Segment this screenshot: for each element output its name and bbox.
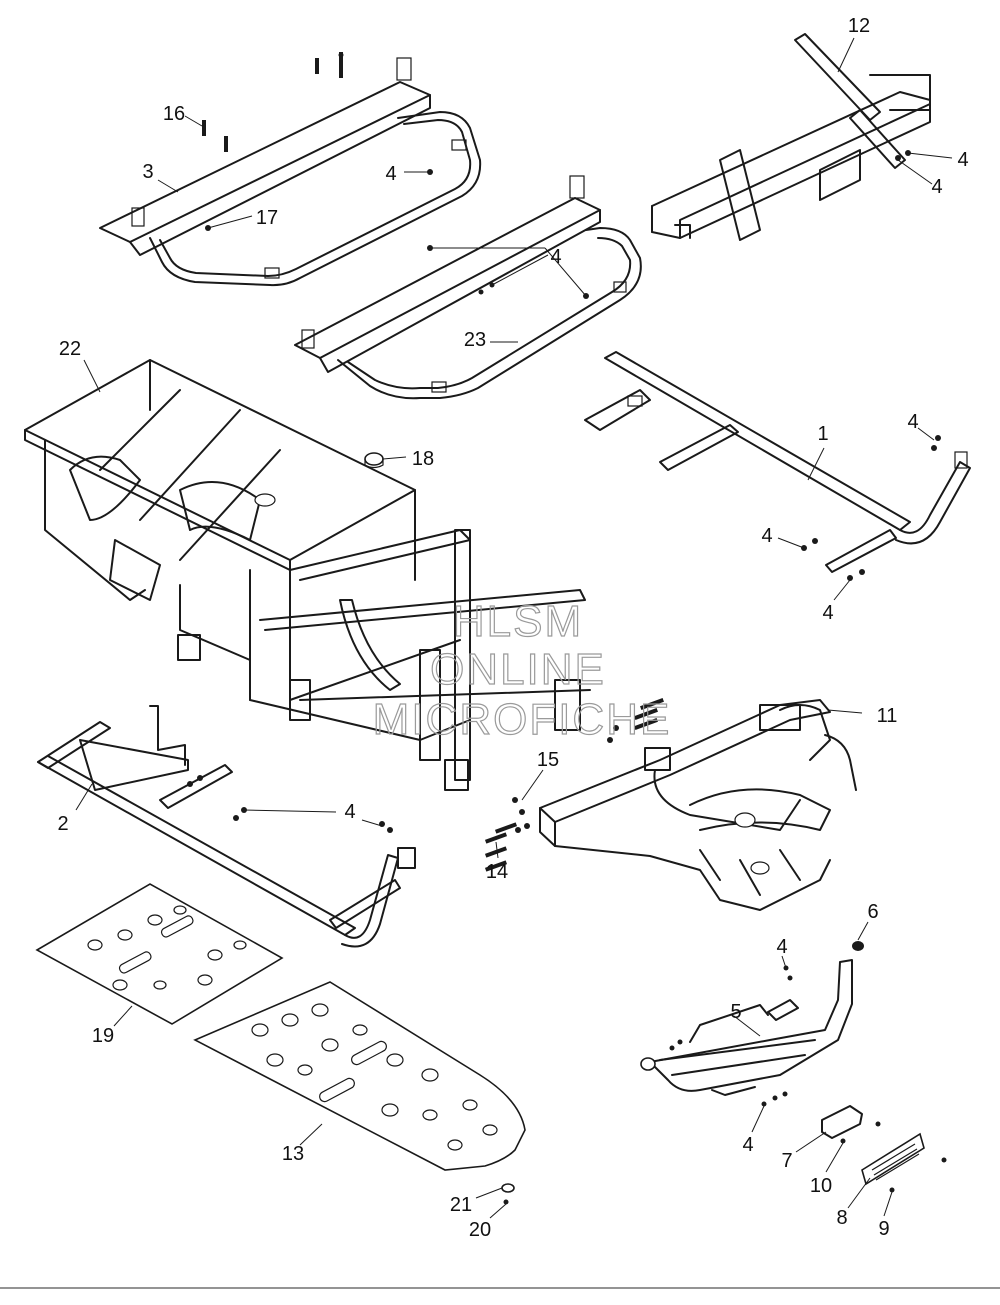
callout-2: 2 (57, 813, 68, 835)
part-1-side-rail (584, 351, 971, 573)
callout-labels: 1 2 3 4 4 4 4 4 4 4 4 4 4 4 5 6 7 8 9 10… (57, 15, 968, 1241)
part-6-nut (852, 941, 864, 951)
callout-13: 13 (282, 1143, 304, 1165)
callout-6: 6 (867, 901, 878, 923)
part-7-bracket (821, 1105, 863, 1139)
callout-22: 22 (59, 338, 81, 360)
callout-5: 5 (730, 1001, 741, 1023)
callout-4: 4 (957, 149, 968, 171)
callout-14: 14 (486, 861, 508, 883)
callout-12: 12 (848, 15, 870, 37)
callout-17: 17 (256, 207, 278, 229)
watermark: HLSM ONLINE MICROFICHE (372, 596, 672, 744)
callout-19: 19 (92, 1025, 114, 1047)
callout-7: 7 (781, 1150, 792, 1172)
callout-4: 4 (742, 1134, 753, 1156)
part-9-screw (889, 1187, 895, 1193)
callout-9: 9 (878, 1218, 889, 1240)
part-18-grommet (364, 452, 384, 469)
part-19-skid-plate (35, 883, 284, 1025)
callout-8: 8 (836, 1207, 847, 1229)
watermark-line-1: HLSM (453, 597, 583, 646)
callout-4: 4 (344, 801, 355, 823)
callout-16: 16 (163, 103, 185, 125)
callout-11: 11 (877, 705, 898, 727)
callout-15: 15 (537, 749, 559, 771)
callout-1: 1 (817, 423, 828, 445)
part-2-lower-frame (37, 705, 416, 948)
part-20-screw (503, 1199, 509, 1205)
callout-23: 23 (464, 329, 486, 351)
part-15-washers (512, 797, 530, 833)
leader-lines (75, 37, 953, 1219)
callout-4: 4 (761, 525, 772, 547)
part-8-grille (861, 1132, 925, 1186)
part-23-rack-frame (294, 175, 642, 400)
callout-4: 4 (385, 163, 396, 185)
fasteners (187, 52, 947, 1205)
callout-4: 4 (550, 246, 561, 268)
part-22-main-chassis (24, 359, 591, 791)
callout-10: 10 (810, 1175, 832, 1197)
callout-20: 20 (469, 1219, 491, 1241)
part-14-bolts (484, 822, 518, 872)
callout-3: 3 (142, 161, 153, 183)
callout-4: 4 (822, 602, 833, 624)
part-21-washer (501, 1183, 515, 1193)
callout-4: 4 (907, 411, 918, 433)
callout-21: 21 (450, 1194, 472, 1216)
callout-4: 4 (776, 936, 787, 958)
callout-18: 18 (412, 448, 434, 470)
part-5-front-bumper (640, 959, 853, 1096)
watermark-line-2: ONLINE (430, 645, 606, 694)
part-16-bolt (202, 120, 206, 136)
callout-4: 4 (931, 176, 942, 198)
part-12-bracket-assembly (651, 33, 931, 241)
watermark-line-3: MICROFICHE (373, 695, 672, 744)
part-3-rack-frame (99, 57, 482, 287)
part-10-screw (840, 1138, 846, 1144)
part-11-front-subframe (539, 699, 857, 911)
part-13-floor-plate (193, 981, 526, 1171)
